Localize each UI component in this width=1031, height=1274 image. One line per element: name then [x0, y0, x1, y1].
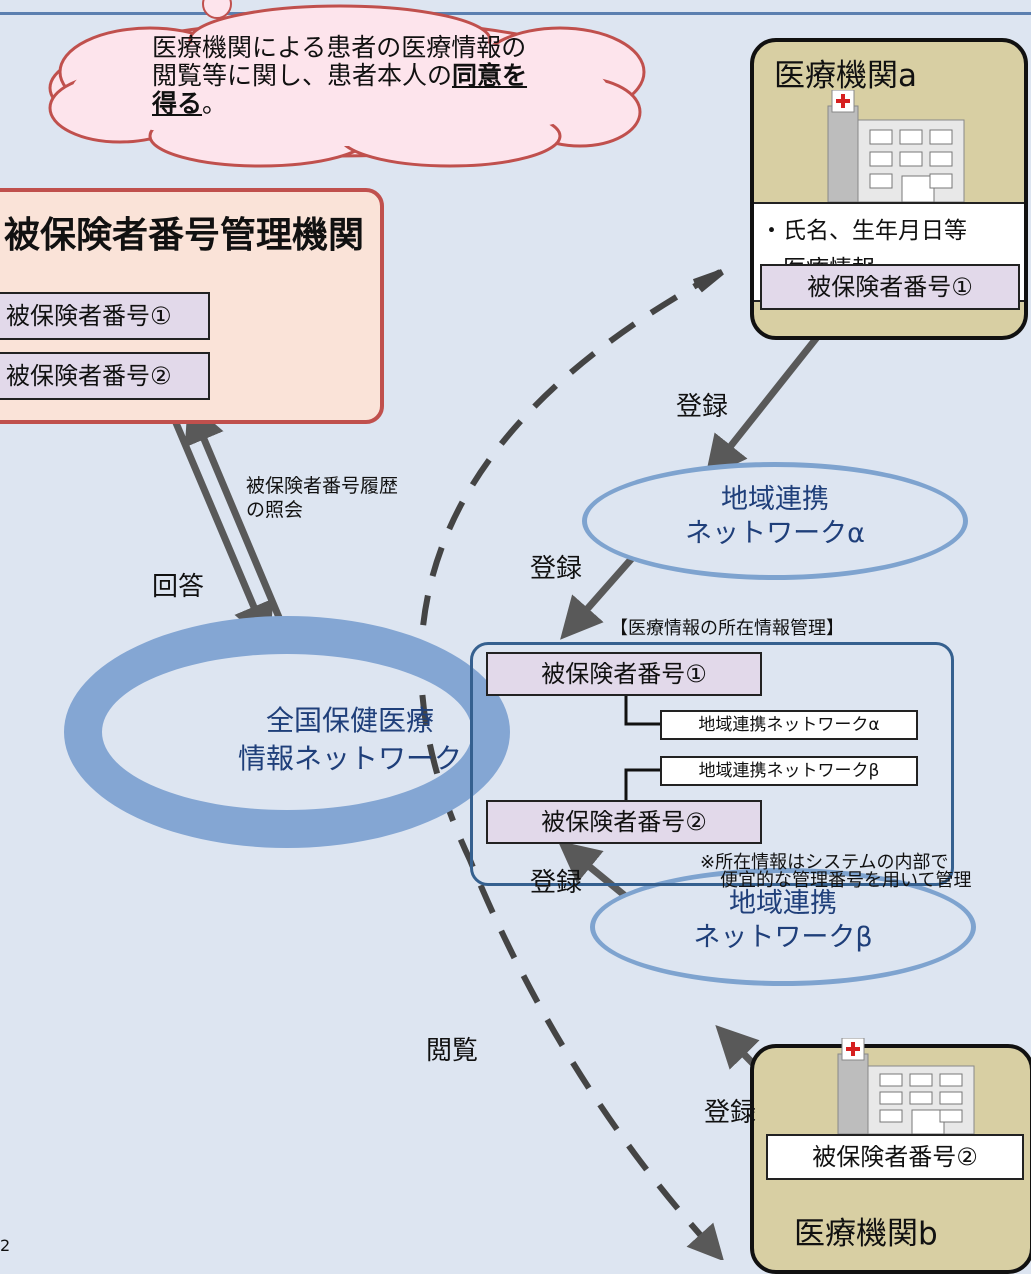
- regional-network-beta: 地域連携 ネットワークβ: [590, 868, 976, 986]
- cloud-emphasis-2: 得る: [152, 89, 203, 118]
- network-beta-line-1: 地域連携: [729, 888, 837, 919]
- location-note: ※所在情報はシステムの内部で 便宜的な管理番号を用いて管理: [700, 854, 971, 890]
- cloud-line-1: 医療機関による患者の医療情報の: [152, 33, 527, 62]
- hospital-a-title: 医療機関a: [774, 58, 917, 94]
- hospital-building-icon: [827, 90, 965, 202]
- speech-cloud-fill: [72, 34, 608, 146]
- note-line-1: ※所在情報はシステムの内部で: [700, 852, 949, 873]
- hospital-b-insured-number: 被保険者番号②: [766, 1134, 1024, 1180]
- query-line-2: の照会: [246, 499, 304, 521]
- hospital-b-title: 医療機関b: [794, 1216, 938, 1252]
- location-network-alpha: 地域連携ネットワークα: [660, 710, 918, 740]
- location-number-2: 被保険者番号②: [486, 800, 762, 844]
- location-management-box: [470, 642, 954, 886]
- cloud-end: 。: [202, 89, 228, 118]
- label-register-alpha: 登録: [530, 554, 583, 584]
- arrow-answer: [164, 402, 274, 646]
- speech-cloud-tail: [202, 0, 232, 19]
- query-line-1: 被保険者番号履歴: [246, 475, 399, 497]
- network-alpha-line-1: 地域連携: [721, 484, 829, 515]
- hospital-building-icon: [837, 1038, 975, 1134]
- label-register-a: 登録: [676, 392, 729, 422]
- cloud-line-2: 閲覧等に関し、患者本人の: [152, 61, 453, 90]
- network-alpha-line-2: ネットワークα: [685, 518, 865, 549]
- consent-speech-text: 医療機関による患者の医療情報の 閲覧等に関し、患者本人の同意を 得る。: [152, 34, 602, 118]
- label-register-b: 登録: [704, 1098, 757, 1128]
- arrow-register-alpha: [560, 553, 637, 640]
- label-register-beta: 登録: [530, 868, 583, 898]
- national-line-2: 情報ネットワーク: [237, 742, 462, 775]
- regional-network-alpha: 地域連携 ネットワークα: [582, 462, 968, 580]
- label-answer: 回答: [152, 572, 205, 602]
- label-browse: 閲覧: [426, 1036, 479, 1066]
- national-line-1: 全国保健医療: [265, 704, 434, 737]
- network-beta-line-2: ネットワークβ: [693, 922, 873, 953]
- national-network-label: 全国保健医療 情報ネットワーク: [220, 702, 480, 778]
- management-number-1: 被保険者番号①: [0, 292, 210, 340]
- page-number: 2: [0, 1236, 11, 1255]
- arrow-query: [184, 400, 290, 636]
- browse-arrowhead: [692, 269, 724, 293]
- location-tree-connectors: [624, 694, 660, 800]
- label-query: 被保険者番号履歴 の照会: [246, 474, 398, 522]
- location-number-1: 被保険者番号①: [486, 652, 762, 696]
- cloud-emphasis-1: 同意を: [452, 61, 528, 90]
- info-name-birthdate: ・氏名、生年月日等: [760, 218, 967, 244]
- management-org-title: 被保険者番号管理機関: [4, 215, 365, 256]
- location-network-beta: 地域連携ネットワークβ: [660, 756, 918, 786]
- arrow-register-a: [704, 323, 829, 479]
- hospital-b-card: 被保険者番号② 医療機関b: [750, 1038, 1031, 1274]
- hospital-a-card: 医療機関a ・氏名、生年月日等 ・医療情報 被保険者番号①: [750, 38, 1028, 340]
- note-line-2: 便宜的な管理番号を用いて管理: [720, 870, 972, 891]
- management-number-2: 被保険者番号②: [0, 352, 210, 400]
- insured-number-management-org: 被保険者番号管理機関 被保険者番号① 被保険者番号②: [0, 188, 384, 424]
- hospital-a-insured-number: 被保険者番号①: [760, 264, 1020, 310]
- location-management-title: 【医療情報の所在情報管理】: [610, 618, 844, 639]
